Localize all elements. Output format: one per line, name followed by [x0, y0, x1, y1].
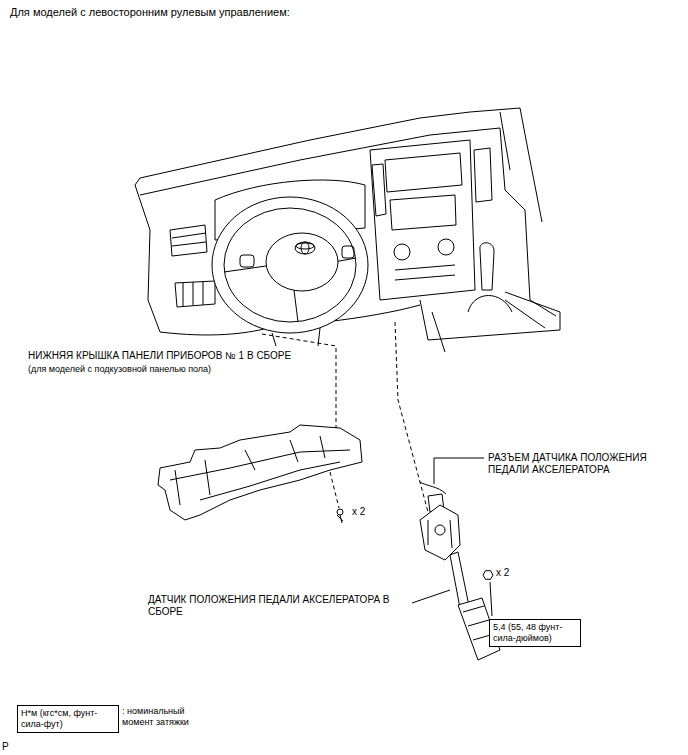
dashboard-drawing [135, 108, 560, 352]
torque-text: 5,4 (55, 48 фунт-сила-дюймов) [493, 622, 577, 644]
torque-box: Н*м (кгс*см, фунт-сила-фут) [17, 705, 119, 733]
torque-text: Н*м (кгс*см, фунт-сила-фут) [21, 708, 115, 730]
lower-cover-drawing [158, 425, 362, 523]
title-text: Для моделей с левосторонним рулевым упра… [10, 6, 290, 19]
legend-text: : номинальный момент затяжки [122, 706, 217, 728]
part-label: ДАТЧИК ПОЛОЖЕНИЯ ПЕДАЛИ АКСЕЛЕРАТОРА В С… [148, 594, 406, 618]
part-label: (для моделей с подкузовной панелью пола) [28, 364, 211, 375]
part-label: x 2 [496, 567, 509, 579]
torque-box: 5,4 (55, 48 фунт-сила-дюймов) [489, 619, 581, 647]
part-label: P [2, 741, 9, 753]
part-label: НИЖНЯЯ КРЫШКА ПАНЕЛИ ПРИБОРОВ № 1 В СБОР… [28, 350, 291, 362]
pedal-drawing [412, 458, 500, 660]
part-label: x 2 [352, 506, 365, 518]
part-label: РАЗЪЕМ ДАТЧИКА ПОЛОЖЕНИЯ ПЕДАЛИ АКСЕЛЕРА… [488, 452, 680, 476]
